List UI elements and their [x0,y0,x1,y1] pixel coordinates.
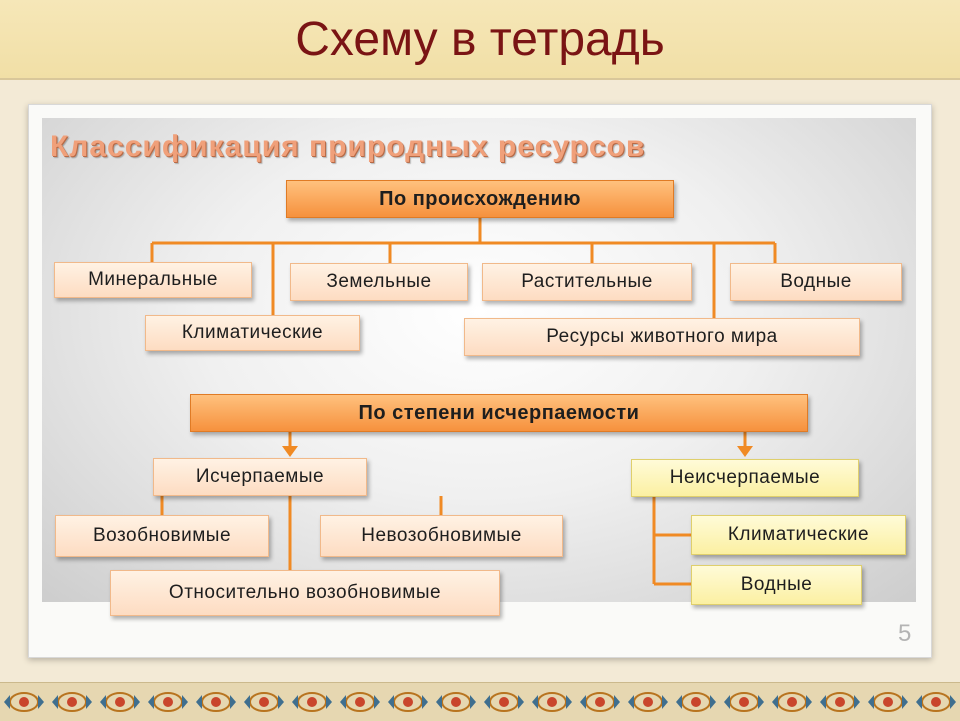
nonrenewable-box: Невозобновимые [320,515,563,557]
inexhaustible-climatic-box: Климатические [691,515,906,555]
mineral-box: Минеральные [54,262,252,298]
page-number: 5 [898,620,912,647]
ornament-border-icon [0,687,960,717]
origin-header-box: По происхождению [286,180,674,218]
inexhaustible-box: Неисчерпаемые [631,459,859,497]
relatively-renewable-box: Относительно возобновимые [110,570,500,616]
diagram-title: Классификация природных ресурсов [50,130,646,163]
climatic-box: Климатические [145,315,360,351]
renewable-box: Возобновимые [55,515,269,557]
slide-header: Схему в тетрадь [0,0,960,80]
plant-box: Растительные [482,263,692,301]
slide-title: Схему в тетрадь [295,13,665,66]
inexhaustible-water-box: Водные [691,565,862,605]
decorative-footer [0,682,960,721]
water-box: Водные [730,263,902,301]
exhaustible-box: Исчерпаемые [153,458,367,496]
exhaustibility-header-box: По степени исчерпаемости [190,394,808,432]
land-box: Земельные [290,263,468,301]
animal-resources-box: Ресурсы животного мира [464,318,860,356]
